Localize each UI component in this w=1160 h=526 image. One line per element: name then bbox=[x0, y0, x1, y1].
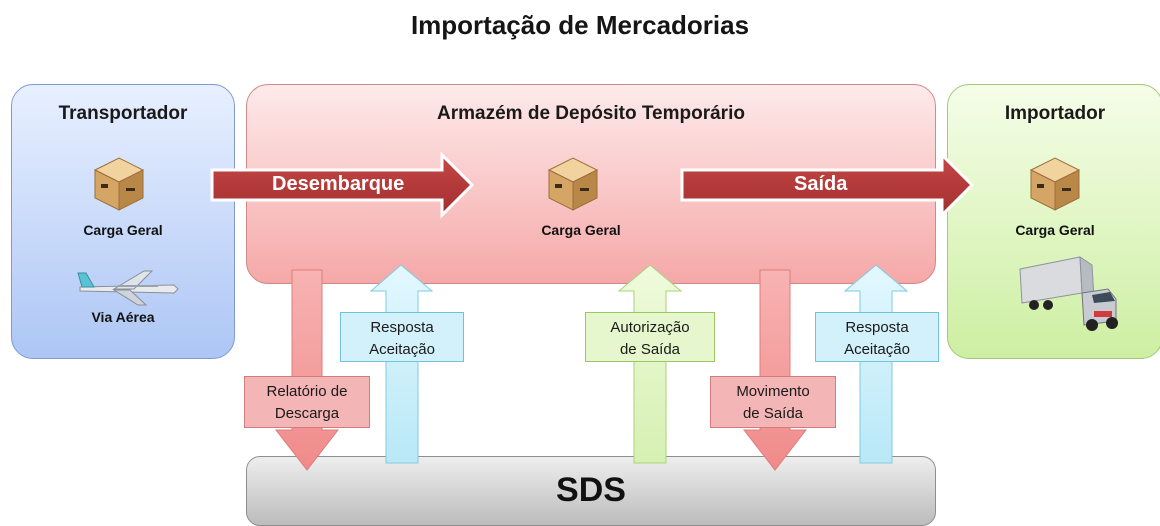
movimento-saida-note: Movimento de Saída bbox=[710, 376, 836, 428]
saida-arrow bbox=[680, 151, 975, 219]
truck-icon bbox=[1019, 256, 1118, 331]
importador-title: Importador bbox=[1004, 103, 1106, 124]
resposta-aceitacao-arrow-1 bbox=[369, 264, 434, 464]
armazem-cargo-label: Carga Geral bbox=[541, 222, 621, 238]
sds-label: SDS bbox=[556, 471, 626, 509]
box-icon bbox=[1029, 157, 1081, 211]
importador-box: Importador bbox=[947, 84, 1160, 359]
autorizacao-saida-note: Autorização de Saída bbox=[585, 312, 715, 362]
resposta-aceitacao-1-line1: Resposta bbox=[370, 319, 434, 336]
autorizacao-saida-line2: de Saída bbox=[619, 341, 681, 358]
resposta-aceitacao-arrow-2 bbox=[843, 264, 909, 464]
relatorio-descarga-arrow bbox=[274, 269, 340, 471]
diagram-title: Importação de Mercadorias bbox=[410, 10, 750, 40]
saida-label: Saída bbox=[794, 173, 848, 195]
desembarque-label: Desembarque bbox=[272, 173, 405, 195]
relatorio-descarga-line1: Relatório de bbox=[266, 383, 348, 400]
transportador-title: Transportador bbox=[58, 103, 188, 124]
resposta-aceitacao-1-line2: Aceitação bbox=[369, 341, 435, 358]
movimento-saida-arrow bbox=[742, 269, 808, 471]
resposta-aceitacao-note-1: Resposta Aceitação bbox=[340, 312, 464, 362]
autorizacao-saida-line1: Autorização bbox=[610, 319, 690, 336]
armazem-title: Armazém de Depósito Temporário bbox=[437, 103, 745, 124]
airplane-icon bbox=[77, 270, 179, 306]
transportador-transport-label: Via Aérea bbox=[91, 309, 155, 325]
movimento-saida-line1: Movimento bbox=[736, 383, 810, 400]
resposta-aceitacao-2-line2: Aceitação bbox=[844, 341, 910, 358]
resposta-aceitacao-2-line1: Resposta bbox=[845, 319, 909, 336]
box-icon bbox=[93, 157, 145, 211]
autorizacao-saida-arrow bbox=[617, 264, 683, 464]
box-icon bbox=[547, 157, 599, 211]
transportador-box: Transportador bbox=[11, 84, 235, 359]
desembarque-arrow bbox=[210, 151, 475, 219]
relatorio-descarga-line2: Descarga bbox=[274, 405, 340, 422]
importador-cargo-label: Carga Geral bbox=[1015, 222, 1095, 238]
movimento-saida-line2: de Saída bbox=[742, 405, 804, 422]
resposta-aceitacao-note-2: Resposta Aceitação bbox=[815, 312, 939, 362]
relatorio-descarga-note: Relatório de Descarga bbox=[244, 376, 370, 428]
transportador-cargo-label: Carga Geral bbox=[83, 222, 163, 238]
